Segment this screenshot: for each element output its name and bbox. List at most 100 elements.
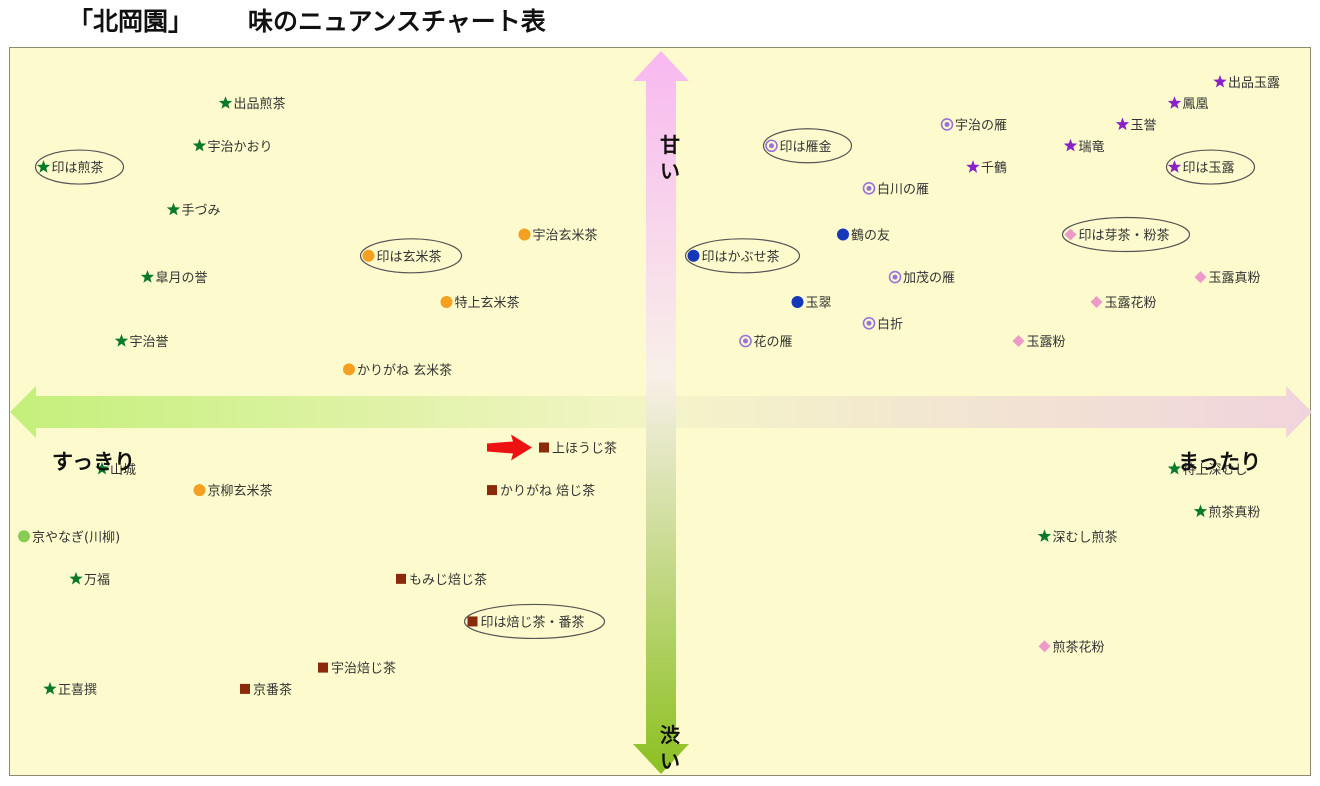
point-label: 万福 <box>84 573 110 588</box>
data-point: 玉翠 <box>791 295 832 311</box>
marker-diamond <box>1064 228 1077 241</box>
data-point: 出品煎茶 <box>218 96 286 112</box>
point-label: 印は玉露 <box>1183 161 1235 176</box>
marker-square <box>240 683 250 694</box>
point-label: 煎茶花粉 <box>1053 639 1105 655</box>
marker-double-circle <box>940 118 954 131</box>
double-circle-inner <box>866 185 872 191</box>
point-label: 玉露粉 <box>1027 335 1066 350</box>
point-label: 鶴の友 <box>851 228 890 244</box>
axis-label-right: まったり <box>1178 450 1262 474</box>
data-point: 白川の雁 <box>862 181 929 197</box>
marker-circle <box>687 249 700 262</box>
data-point: 京やなぎ(川柳) <box>18 530 120 545</box>
point-label: 玉誉 <box>1131 118 1157 133</box>
chart-area: 出品煎茶宇治かおり印は煎茶手づみ皐月の誉宇治誉宇治玄米茶印は玄米茶特上玄米茶かり… <box>9 47 1312 776</box>
point-label: もみじ焙じ茶 <box>409 572 487 588</box>
marker-circle <box>343 363 355 376</box>
data-point: 印は焙じ茶・番茶 <box>463 603 606 640</box>
point-label: 千鶴 <box>981 160 1007 176</box>
data-point: 深むし煎茶 <box>1037 529 1118 545</box>
marker-star <box>166 202 181 216</box>
marker-square <box>467 616 478 627</box>
double-circle-inner <box>892 274 898 280</box>
data-point: 印は煎茶 <box>34 149 125 185</box>
double-circle-inner <box>866 320 872 326</box>
marker-star <box>1167 160 1182 173</box>
point-label: 宇治玄米茶 <box>533 228 598 244</box>
marker-star <box>36 160 51 173</box>
data-point: 出品玉露 <box>1213 74 1280 91</box>
marker-square <box>318 662 328 673</box>
data-point: 印はかぶせ茶 <box>684 238 801 274</box>
point-label: 印は玄米茶 <box>377 249 442 265</box>
marker-double-circle <box>862 316 876 330</box>
marker-star <box>1167 461 1182 475</box>
point-label: 特上深むし <box>1183 463 1248 478</box>
point-label: 京やなぎ(川柳) <box>32 530 120 545</box>
marker-star <box>114 334 129 347</box>
pointer-arrow-icon <box>487 434 532 461</box>
data-point: 京番茶 <box>240 682 292 698</box>
double-circle-inner <box>743 338 748 344</box>
point-label: 玉露花粉 <box>1105 295 1157 311</box>
data-point: 京柳玄米茶 <box>193 483 273 499</box>
marker-double-circle <box>739 334 752 348</box>
point-label: 玉露真粉 <box>1209 271 1261 286</box>
point-label: 出品玉露 <box>1228 76 1280 91</box>
data-point: 印は玉露 <box>1165 149 1256 185</box>
double-circle-inner <box>944 121 950 127</box>
point-label: 山城 <box>110 463 136 478</box>
marker-star <box>1167 96 1182 109</box>
point-label: 京柳玄米茶 <box>208 483 273 499</box>
marker-circle <box>791 295 804 308</box>
marker-double-circle <box>862 182 876 195</box>
data-point: 宇治焙じ茶 <box>318 661 396 677</box>
axis-label-top-char-1: 甘 <box>660 133 680 157</box>
highlight-ellipse <box>359 238 463 274</box>
data-point: 宇治誉 <box>114 334 169 350</box>
marker-star <box>218 96 233 109</box>
marker-double-circle <box>888 270 902 284</box>
marker-star <box>966 160 980 173</box>
point-label: 正喜撰 <box>58 683 97 698</box>
point-label: 上ほうじ茶 <box>552 441 617 457</box>
data-point: 手づみ <box>166 202 221 219</box>
data-point: 瑞竜 <box>1063 138 1105 155</box>
data-point: 正喜撰 <box>43 681 97 698</box>
data-point: 玉露粉 <box>1012 335 1066 350</box>
point-label: 印はかぶせ茶 <box>702 249 780 265</box>
axis-label-top-char-2: い <box>660 159 680 183</box>
marker-star <box>43 681 57 695</box>
marker-circle <box>440 295 453 308</box>
data-point: 万福 <box>69 571 110 588</box>
data-point: 宇治の雁 <box>940 118 1007 133</box>
marker-square <box>487 485 497 496</box>
marker-circle <box>362 249 375 262</box>
marker-square <box>396 573 406 584</box>
point-label: 皐月の誉 <box>156 271 208 286</box>
data-point: 特上深むし <box>1167 461 1248 478</box>
point-label: 特上玄米茶 <box>455 295 520 311</box>
axis-label-left: すっきり <box>52 450 136 474</box>
point-label: 深むし煎茶 <box>1053 529 1118 545</box>
marker-double-circle <box>765 139 778 153</box>
data-point: 玉露真粉 <box>1194 271 1261 286</box>
marker-circle <box>837 228 849 241</box>
point-label: 宇治の雁 <box>955 118 1007 133</box>
point-label: かりがね 玄米茶 <box>357 362 452 378</box>
marker-star <box>140 270 155 283</box>
chart-title: 味のニュアンスチャート表 <box>248 7 546 36</box>
highlight-ellipse <box>684 238 801 274</box>
point-label: 宇治焙じ茶 <box>331 661 396 677</box>
page-title: 「北岡園」 味のニュアンスチャート表 <box>0 0 700 44</box>
data-point: 玉露花粉 <box>1090 295 1157 311</box>
vertical-axis-arrow <box>633 51 689 774</box>
axis-label-bottom-char-2: い <box>660 749 680 773</box>
data-point: 煎茶花粉 <box>1038 639 1105 655</box>
marker-circle <box>518 228 531 241</box>
data-point: 加茂の雁 <box>888 270 955 286</box>
data-point: 千鶴 <box>966 160 1007 176</box>
data-point: かりがね 焙じ茶 <box>487 483 595 499</box>
highlight-ellipse <box>762 128 853 164</box>
